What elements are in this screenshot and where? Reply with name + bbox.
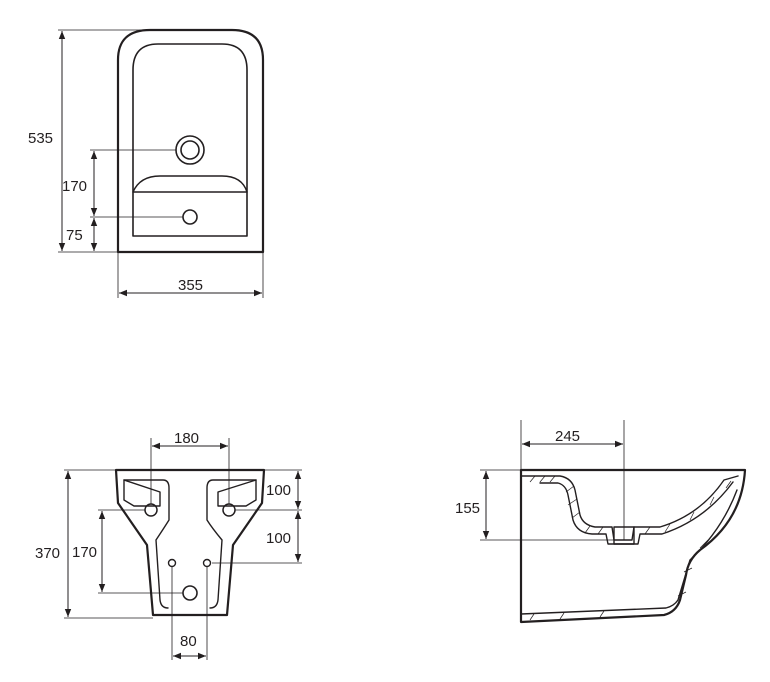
side-view-support-web (520, 489, 738, 615)
side-view-bowl-wall-outer (520, 475, 739, 541)
rear-view-outlet (182, 585, 198, 601)
rear-view-right-wing (217, 479, 257, 507)
top-view-drain-outer (175, 135, 205, 165)
side-section-view: 245 155 (455, 420, 747, 624)
dim-label-75: 75 (66, 227, 83, 244)
rear-view: 180 370 100 100 170 80 (35, 430, 302, 660)
dim-label-370: 370 (35, 545, 60, 562)
side-view-bowl-wall-inner (539, 481, 734, 545)
top-view-bowl-outline (132, 43, 248, 237)
dim-label-170-top: 170 (62, 178, 87, 195)
rear-view-inlet-right (202, 558, 212, 568)
dim-label-155: 155 (455, 500, 480, 517)
top-view-outer-outline (116, 28, 265, 254)
top-view-tap-hole (182, 209, 198, 225)
dim-label-100-upper: 100 (266, 482, 291, 499)
dim-label-355: 355 (178, 277, 203, 294)
dim-label-535: 535 (28, 130, 53, 147)
dim-label-80: 80 (180, 633, 197, 650)
top-view-front-shelf (132, 175, 248, 193)
rear-view-inner-left (123, 479, 170, 609)
dim-label-170-rear: 170 (72, 544, 97, 561)
dim-label-180: 180 (174, 430, 199, 447)
rear-view-inlet-left (167, 558, 177, 568)
side-view-section-hatch (529, 475, 732, 621)
top-view: 535 170 75 355 (28, 28, 265, 298)
top-view-drain-inner (180, 140, 200, 160)
dim-label-100-lower: 100 (266, 530, 291, 547)
side-view-outer-profile (519, 468, 747, 624)
rear-view-inner-right (206, 479, 257, 609)
dim-label-245: 245 (555, 428, 580, 445)
rear-view-left-wing (123, 479, 161, 507)
rear-view-outline (114, 468, 266, 617)
